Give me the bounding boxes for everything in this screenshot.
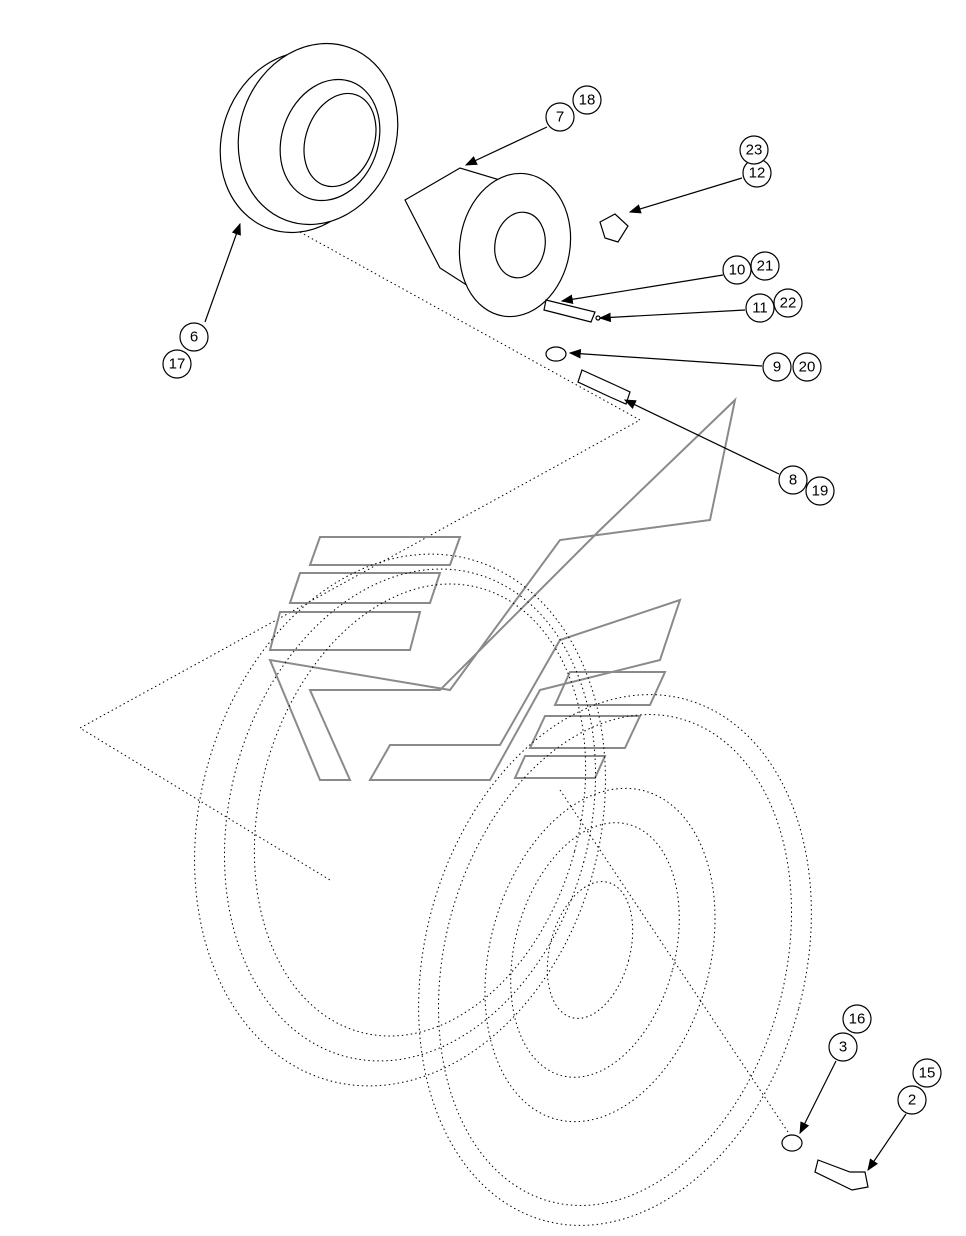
callout-20[interactable]: 20 xyxy=(792,352,822,382)
callout-7[interactable]: 7 xyxy=(545,102,575,132)
callout-23[interactable]: 23 xyxy=(739,135,769,165)
callout-21[interactable]: 21 xyxy=(750,251,780,281)
svg-text:12: 12 xyxy=(749,165,766,182)
svg-text:19: 19 xyxy=(812,483,829,500)
callout-18[interactable]: 18 xyxy=(572,85,602,115)
svg-text:2: 2 xyxy=(908,1092,916,1109)
svg-text:11: 11 xyxy=(752,300,768,317)
bolt-part-8 xyxy=(577,369,631,405)
pin-part-11 xyxy=(595,315,601,321)
callout-6[interactable]: 6 xyxy=(179,322,209,352)
callout-3[interactable]: 3 xyxy=(828,1032,858,1062)
tire-wheel xyxy=(194,553,812,1226)
svg-text:10: 10 xyxy=(729,262,746,279)
callout-11[interactable]: 11 xyxy=(745,293,775,323)
callout-8[interactable]: 8 xyxy=(778,465,808,495)
svg-text:9: 9 xyxy=(773,359,781,376)
washer-part-9 xyxy=(545,346,567,362)
svg-text:8: 8 xyxy=(789,472,797,489)
callout-16[interactable]: 16 xyxy=(842,1004,872,1034)
watermark-logo xyxy=(268,397,737,781)
callout-10[interactable]: 10 xyxy=(722,255,752,285)
flange-part xyxy=(219,42,399,234)
callout-9[interactable]: 9 xyxy=(762,352,792,382)
callout-22[interactable]: 22 xyxy=(773,288,803,318)
svg-text:6: 6 xyxy=(190,329,198,346)
callout-12[interactable]: 12 xyxy=(742,158,772,188)
callout-2[interactable]: 2 xyxy=(897,1085,927,1115)
svg-text:21: 21 xyxy=(757,258,774,275)
washer-part-3 xyxy=(781,1134,803,1152)
cap-part-12 xyxy=(599,213,629,243)
svg-text:16: 16 xyxy=(849,1011,866,1028)
callout-15[interactable]: 15 xyxy=(912,1058,942,1088)
construction-lines xyxy=(79,231,791,1136)
key-part-10 xyxy=(543,299,596,323)
svg-text:18: 18 xyxy=(579,92,596,109)
svg-text:7: 7 xyxy=(556,109,564,126)
callout-17[interactable]: 17 xyxy=(162,349,192,379)
svg-text:20: 20 xyxy=(799,359,816,376)
hub-part xyxy=(404,167,572,318)
callout-19[interactable]: 19 xyxy=(805,476,835,506)
svg-text:17: 17 xyxy=(169,356,186,373)
svg-text:22: 22 xyxy=(780,295,797,312)
small-parts xyxy=(543,213,869,1191)
svg-text:23: 23 xyxy=(746,142,763,159)
bolt-part-2 xyxy=(814,1159,869,1191)
leader-arrows xyxy=(204,126,907,1171)
svg-text:15: 15 xyxy=(919,1065,936,1082)
svg-text:3: 3 xyxy=(839,1039,847,1056)
